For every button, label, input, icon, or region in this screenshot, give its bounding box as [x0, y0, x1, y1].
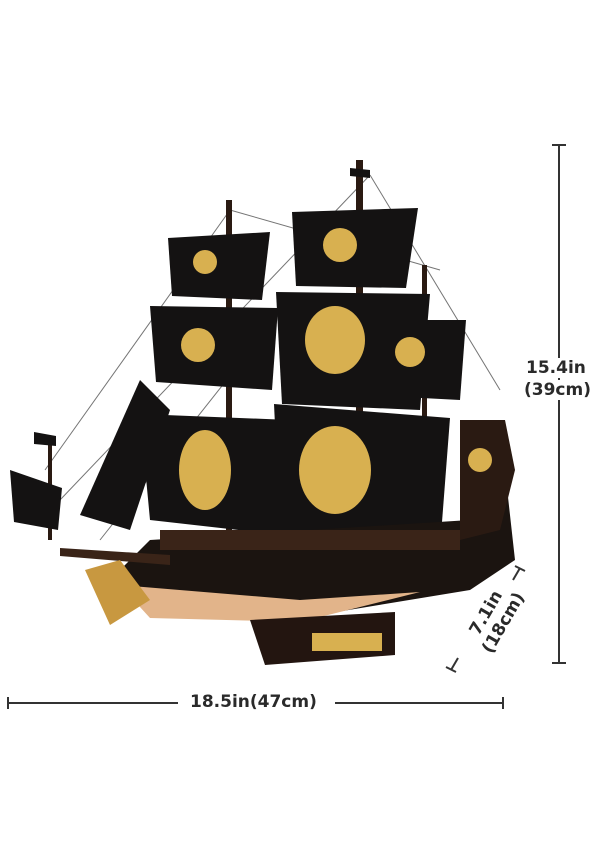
width-label: 18.5in(47cm): [190, 692, 317, 712]
depth-line-bottom: [450, 657, 459, 671]
depth-line-top: [512, 567, 521, 581]
dimension-lines: [7, 144, 566, 709]
height-in-label: 15.4in: [526, 358, 586, 378]
hull: [60, 420, 515, 665]
sail-emblems: [179, 228, 425, 514]
height-cm-label: (39cm): [524, 380, 591, 400]
